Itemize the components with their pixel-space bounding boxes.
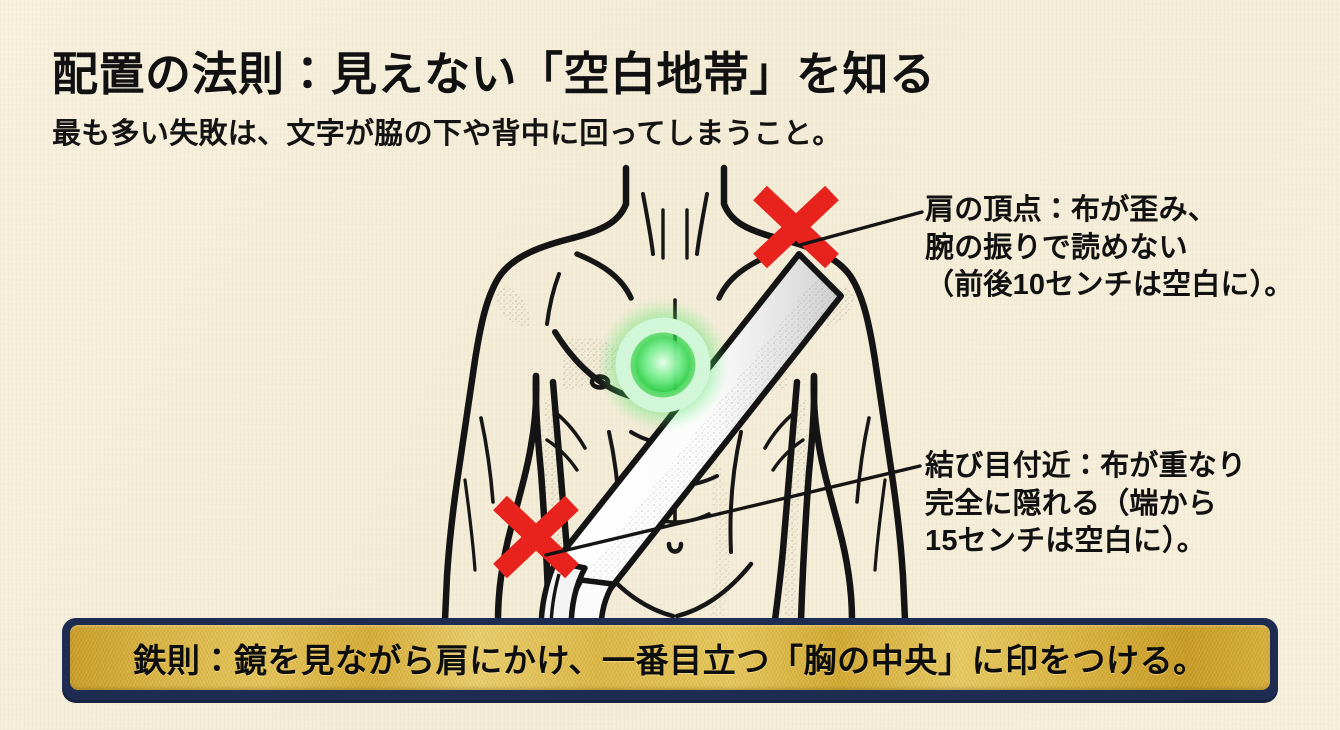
- page-title: 配置の法則：見えない「空白地帯」を知る: [52, 48, 936, 100]
- page-subtitle: 最も多い失敗は、文字が脇の下や背中に回ってしまうこと。: [52, 118, 842, 150]
- green-target-marker: [597, 299, 729, 431]
- annotation-near-knot: 結び目付近：布が重なり 完全に隠れる（端から 15センチは空白に）。: [925, 450, 1247, 558]
- red-x-shoulder: [753, 185, 839, 269]
- rule-banner: 鉄則：鏡を見ながら肩にかけ、一番目立つ「胸の中央」に印をつける。: [62, 618, 1278, 700]
- rule-banner-text: 鉄則：鏡を見ながら肩にかけ、一番目立つ「胸の中央」に印をつける。: [133, 641, 1207, 679]
- rule-banner-inner: 鉄則：鏡を見ながら肩にかけ、一番目立つ「胸の中央」に印をつける。: [70, 625, 1270, 690]
- torso-illustration: [395, 150, 955, 630]
- annotation-shoulder-top: 肩の頂点：布が歪み、 腕の振りで読めない （前後10センチは空白に）。: [925, 194, 1294, 302]
